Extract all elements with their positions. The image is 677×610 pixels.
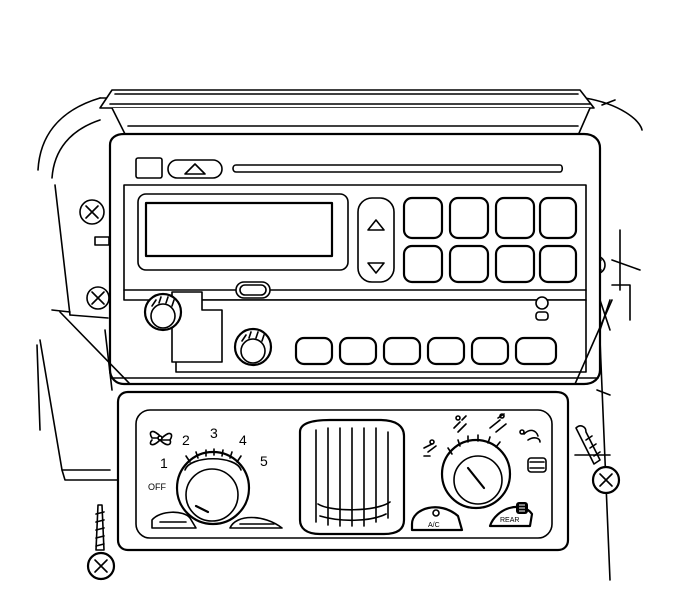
preset-button-1[interactable] xyxy=(402,196,444,240)
vent-mode-icons xyxy=(423,413,547,473)
tape-button-3[interactable] xyxy=(382,336,422,366)
temp-left-tab[interactable] xyxy=(151,511,197,529)
indicator-light-1 xyxy=(535,296,549,310)
mode-knob[interactable] xyxy=(440,434,512,510)
defrost-icon xyxy=(529,461,545,469)
temp-right-tab[interactable] xyxy=(229,516,283,529)
tone-knob[interactable] xyxy=(233,327,273,367)
fan-speed-label-3: 3 xyxy=(210,425,218,441)
volume-knob[interactable] xyxy=(143,292,183,332)
fan-speed-label-off: OFF xyxy=(148,482,166,492)
preset-button-8[interactable] xyxy=(538,244,578,284)
ac-button[interactable]: A/C xyxy=(410,506,464,532)
cd-slot xyxy=(232,164,564,173)
fan-speed-label-2: 2 xyxy=(182,432,190,448)
preset-button-3[interactable] xyxy=(494,196,536,240)
seek-up-icon xyxy=(367,219,385,231)
seek-down-icon xyxy=(367,262,385,274)
ac-button-label: A/C xyxy=(428,522,440,529)
cassette-door-button[interactable] xyxy=(135,157,163,179)
preset-button-2[interactable] xyxy=(448,196,490,240)
fan-speed-label-1: 1 xyxy=(160,455,168,471)
ac-snowflake-icon xyxy=(432,509,440,517)
fan-icon xyxy=(149,430,173,446)
preset-button-5[interactable] xyxy=(402,244,444,284)
eject-icon xyxy=(184,163,206,175)
preset-button-7[interactable] xyxy=(494,244,536,284)
tape-button-6[interactable] xyxy=(514,336,558,366)
eject-button[interactable] xyxy=(167,159,223,179)
radio-unit xyxy=(108,132,602,386)
radio-display xyxy=(144,201,334,258)
rear-defog-button[interactable]: REAR xyxy=(488,502,534,528)
tape-button-2[interactable] xyxy=(338,336,378,366)
preset-button-6[interactable] xyxy=(448,244,490,284)
fan-speed-label-5: 5 xyxy=(260,453,268,469)
indicator-light-2 xyxy=(535,311,549,321)
band-button[interactable] xyxy=(235,281,271,299)
bezel-clip-left xyxy=(94,236,110,246)
hvac-control-panel: OFF 1 2 3 4 5 xyxy=(116,390,570,552)
temperature-slider[interactable] xyxy=(298,418,406,536)
fan-speed-label-4: 4 xyxy=(239,432,247,448)
screw-lower-right xyxy=(575,425,621,495)
storage-tray xyxy=(99,89,595,141)
screw-lower-left xyxy=(86,504,116,581)
fan-speed-knob[interactable] xyxy=(175,448,251,526)
seek-rocker[interactable] xyxy=(357,197,395,283)
tape-button-5[interactable] xyxy=(470,336,510,366)
rear-defog-label: REAR xyxy=(500,517,519,524)
bezel-screw-left-lower xyxy=(86,286,110,310)
bezel-screw-left-upper xyxy=(79,199,105,225)
tape-button-4[interactable] xyxy=(426,336,466,366)
left-bracket-edge xyxy=(59,311,131,385)
preset-button-4[interactable] xyxy=(538,196,578,240)
tape-button-1[interactable] xyxy=(294,336,334,366)
